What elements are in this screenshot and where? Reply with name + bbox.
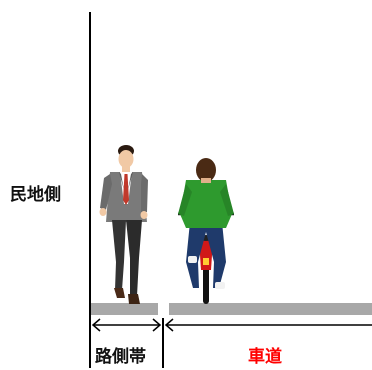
roadway-arrow bbox=[164, 318, 372, 332]
bicycle-wheel bbox=[203, 262, 209, 304]
road-shoulder-arrow bbox=[91, 318, 162, 332]
road-surface bbox=[91, 303, 372, 315]
road-shoulder-label: 路側帯 bbox=[95, 347, 146, 367]
cyclist-icon bbox=[178, 158, 234, 304]
roadway-label: 車道 bbox=[248, 347, 282, 367]
pedestrian-icon bbox=[99, 145, 148, 304]
private-land-side-label: 民地側 bbox=[10, 185, 61, 205]
bicycle-frame bbox=[199, 240, 213, 270]
